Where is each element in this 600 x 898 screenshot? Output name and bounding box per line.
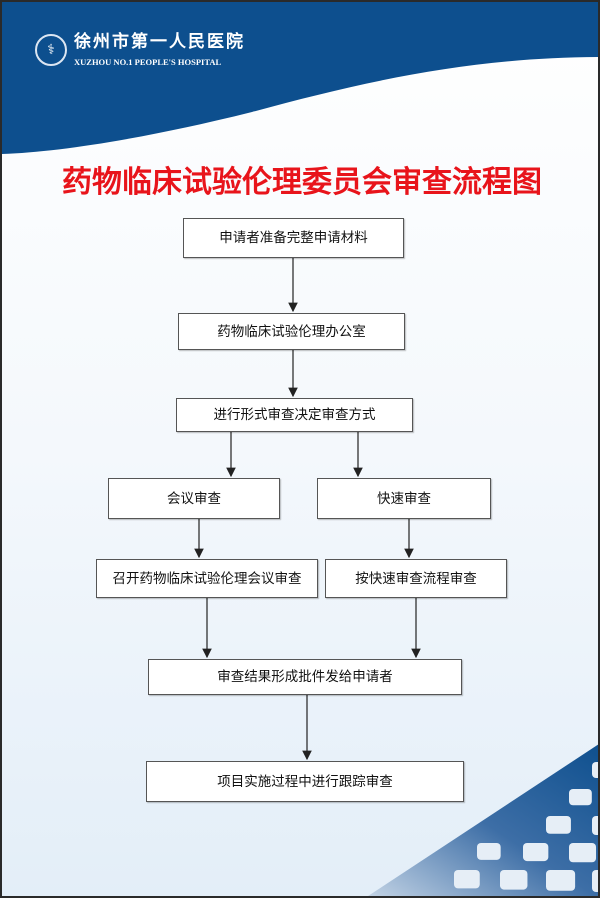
step-ethics-office: 药物临床试验伦理办公室 — [178, 313, 405, 350]
step-prepare-materials: 申请者准备完整申请材料 — [183, 218, 404, 258]
decor-dot — [569, 843, 597, 863]
decor-dot — [523, 843, 549, 862]
decor-dot — [592, 870, 598, 892]
decor-dot — [569, 789, 592, 806]
decor-dot — [592, 762, 598, 778]
decor-dot — [500, 870, 528, 890]
hospital-logo-icon: ⚕ — [35, 34, 67, 66]
step-meeting-review: 会议审查 — [108, 478, 280, 519]
step-formal-review: 进行形式审查决定审查方式 — [176, 398, 413, 432]
hospital-name-en: XUZHOU NO.1 PEOPLE'S HOSPITAL — [74, 57, 222, 67]
decor-dot — [546, 870, 576, 891]
step-expedited-process: 按快速审查流程审查 — [325, 559, 507, 598]
decor-dot — [592, 816, 598, 835]
step-follow-up-review: 项目实施过程中进行跟踪审查 — [146, 761, 464, 802]
step-expedited-review: 快速审查 — [317, 478, 491, 519]
header-band — [2, 2, 598, 154]
decor-dot — [546, 816, 571, 834]
step-issue-approval: 审查结果形成批件发给申请者 — [148, 659, 462, 695]
step-convene-meeting: 召开药物临床试验伦理会议审查 — [96, 559, 318, 598]
decor-dot — [454, 870, 480, 889]
hospital-name: 徐州市第一人民医院 — [74, 32, 245, 52]
decor-dot — [477, 843, 501, 860]
page-title: 药物临床试验伦理委员会审查流程图 — [62, 165, 542, 200]
